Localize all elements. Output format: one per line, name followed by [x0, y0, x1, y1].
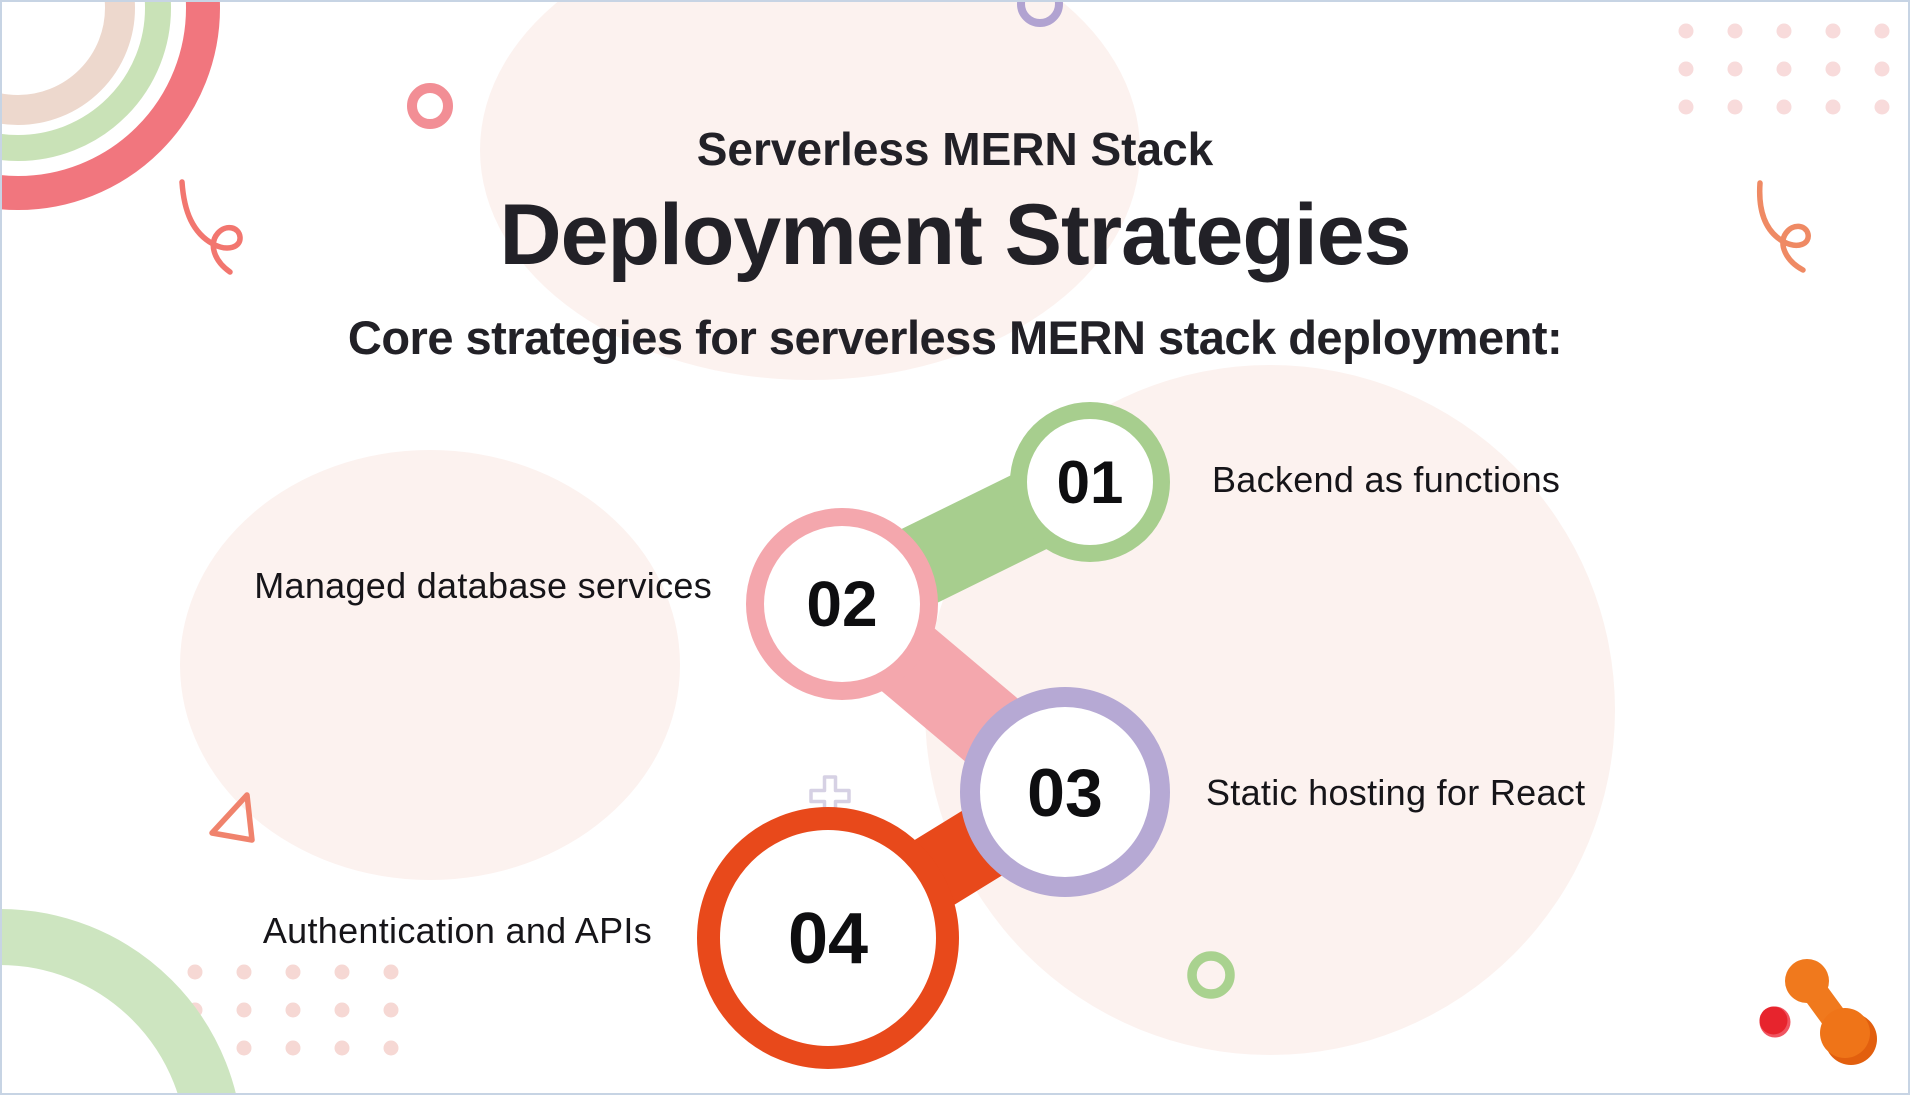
- step-number-02: 02: [806, 568, 877, 640]
- corner-arc-beige-icon: [0, 0, 135, 125]
- step-label-01: Backend as functions: [1212, 459, 1561, 500]
- step-number-03: 03: [1027, 755, 1103, 831]
- step-circle-03: [960, 687, 1170, 897]
- background-blob-left: [180, 450, 680, 880]
- triangle-icon: [209, 792, 255, 843]
- dot-grid-top-right: [1678, 23, 1890, 115]
- kicker-title: Serverless MERN Stack: [696, 123, 1214, 175]
- orange-dumbbell-icon: [1785, 959, 1877, 1065]
- background-blob-title: [480, 0, 1140, 380]
- curl-squiggle-right-icon: [1756, 180, 1811, 273]
- ring-green-icon: [1187, 951, 1235, 999]
- red-dot-icon: [1759, 1006, 1788, 1035]
- corner-arc-green-bottom-icon: [0, 909, 237, 1095]
- dot-grid-bottom-left: [187, 964, 399, 1056]
- step-number-01: 01: [1057, 449, 1124, 516]
- step-circle-01: [1010, 402, 1170, 562]
- ring-salmon-icon: [407, 83, 453, 129]
- step-label-02: Managed database services: [254, 565, 712, 606]
- step-label-04: Authentication and APIs: [262, 910, 652, 951]
- ring-purple-icon: [1017, 0, 1063, 27]
- page-title: Deployment Strategies: [499, 187, 1412, 283]
- step-circle-02: [746, 508, 938, 700]
- curl-squiggle-left-icon: [179, 179, 243, 275]
- corner-arc-red-icon: [0, 0, 220, 210]
- corner-arc-green-icon: [0, 0, 171, 161]
- step-circle-04: [697, 807, 959, 1069]
- step-number-04: 04: [788, 899, 868, 979]
- step-label-03: Static hosting for React: [1206, 772, 1586, 813]
- subtitle: Core strategies for serverless MERN stac…: [347, 311, 1563, 364]
